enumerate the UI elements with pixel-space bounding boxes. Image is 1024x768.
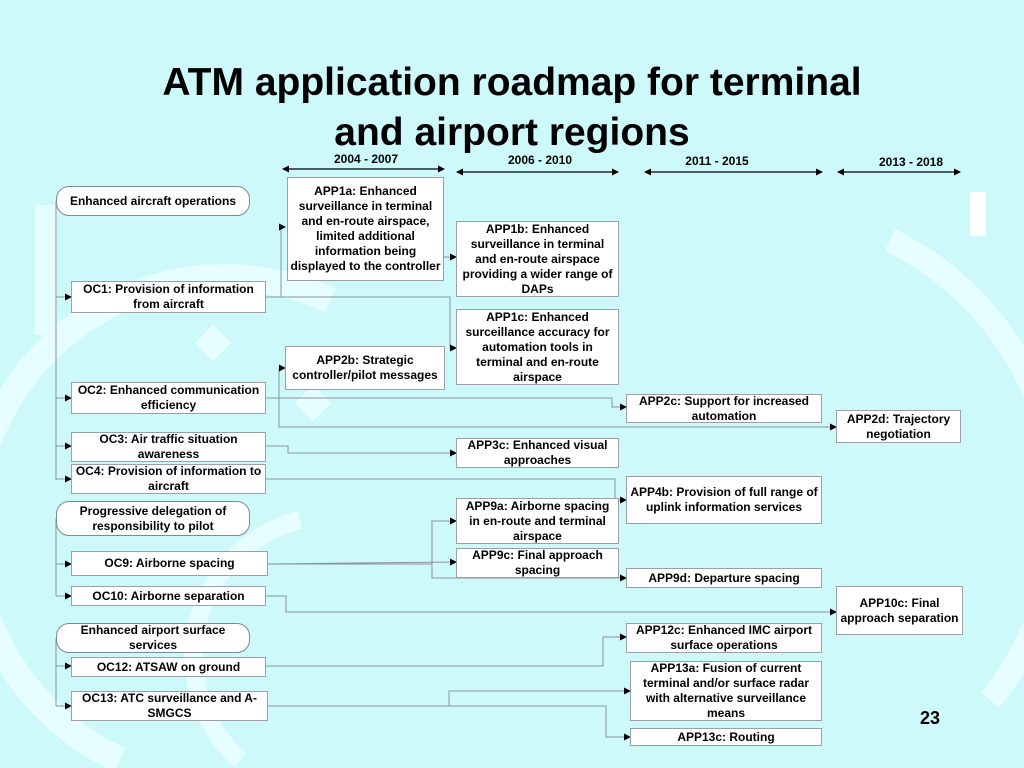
app2d-box: APP2d: Trajectory negotiation xyxy=(836,410,961,443)
group-enhanced-airport-surface: Enhanced airport surface services xyxy=(56,623,250,653)
page-title-line-1: ATM application roadmap for terminal xyxy=(162,61,862,104)
oc4-box: OC4: Provision of information to aircraf… xyxy=(71,464,266,494)
period-label-2004-2007: 2004 - 2007 xyxy=(333,152,399,166)
app13c-box: APP13c: Routing xyxy=(630,728,822,746)
oc2-box: OC2: Enhanced communication efficiency xyxy=(71,382,266,414)
period-label-2006-2010: 2006 - 2010 xyxy=(507,153,573,167)
app1a-box: APP1a: Enhanced surveillance in terminal… xyxy=(287,177,444,281)
app2c-box: APP2c: Support for increased automation xyxy=(626,394,822,423)
app12c-box: APP12c: Enhanced IMC airport surface ope… xyxy=(626,623,822,653)
oc10-box: OC10: Airborne separation xyxy=(71,586,266,606)
page-title: ATM application roadmap for terminal and… xyxy=(60,58,964,158)
oc13-box: OC13: ATC surveillance and A-SMGCS xyxy=(71,691,268,721)
app9d-box: APP9d: Departure spacing xyxy=(626,568,822,588)
page-title-line-2: and airport regions xyxy=(334,111,690,154)
oc12-box: OC12: ATSAW on ground xyxy=(71,657,266,677)
group-enhanced-aircraft-operations: Enhanced aircraft operations xyxy=(56,186,250,216)
group-progressive-delegation: Progressive delegation of responsibility… xyxy=(56,501,250,536)
period-label-2011-2015: 2011 - 2015 xyxy=(685,154,749,168)
period-label-2013-2018: 2013 - 2018 xyxy=(878,155,944,169)
oc1-box: OC1: Provision of information from aircr… xyxy=(71,281,266,313)
app4b-box: APP4b: Provision of full range of uplink… xyxy=(626,476,822,524)
app10c-box: APP10c: Final approach separation xyxy=(836,586,963,635)
app1b-box: APP1b: Enhanced surveillance in terminal… xyxy=(456,221,619,297)
page-number: 23 xyxy=(919,708,941,728)
oc9-box: OC9: Airborne spacing xyxy=(71,551,268,576)
app9c-box: APP9c: Final approach spacing xyxy=(456,548,619,578)
timeline-arrows xyxy=(282,165,961,176)
oc3-box: OC3: Air traffic situation awareness xyxy=(71,432,266,462)
app3c-box: APP3c: Enhanced visual approaches xyxy=(456,438,619,468)
app2b-box: APP2b: Strategic controller/pilot messag… xyxy=(285,346,445,390)
app9a-box: APP9a: Airborne spacing in en-route and … xyxy=(456,498,619,544)
app1c-box: APP1c: Enhanced surceillance accuracy fo… xyxy=(456,309,619,385)
app13a-box: APP13a: Fusion of current terminal and/o… xyxy=(630,661,822,721)
